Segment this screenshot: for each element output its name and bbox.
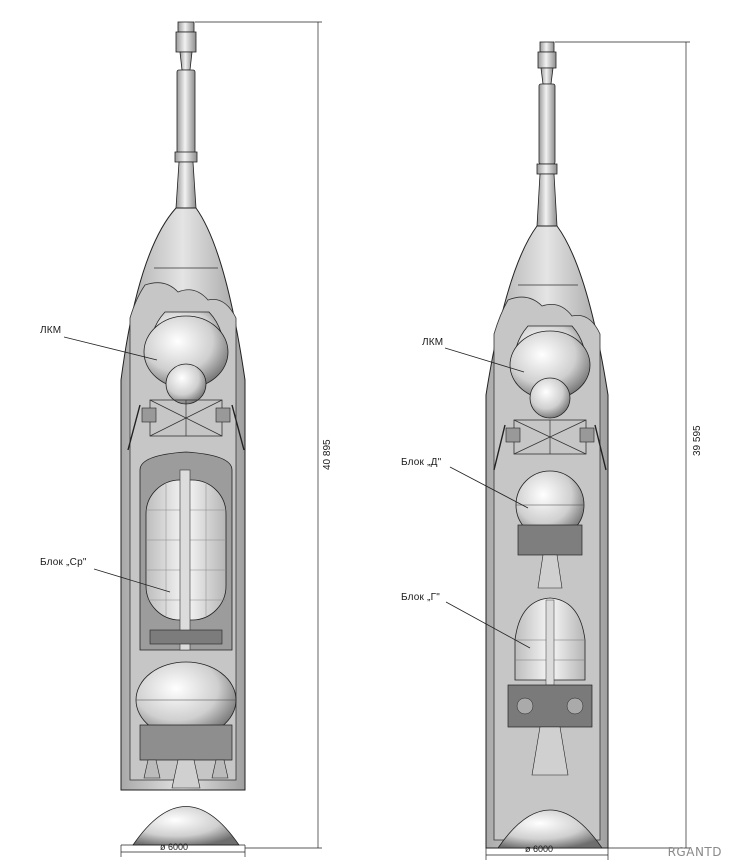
right-lkm-leader	[444, 347, 525, 373]
left-height-dimension-line	[195, 21, 322, 849]
right-diameter-dimension-line	[485, 848, 609, 860]
right-block-d-leader	[449, 466, 529, 509]
left-propulsion-stage	[135, 661, 237, 789]
left-lkm-leader	[63, 336, 158, 361]
right-block-d	[515, 470, 585, 589]
left-lkm-label: ЛКМ	[40, 325, 62, 336]
left-escape-tower	[174, 21, 198, 209]
left-lkm	[127, 311, 245, 451]
watermark: RGANTD	[667, 845, 722, 859]
right-block-g-leader	[445, 601, 531, 649]
right-lkm	[493, 325, 607, 471]
right-bottom-dome	[497, 809, 603, 849]
right-block-d-label: Блок „Д"	[401, 457, 442, 468]
left-block-sr	[139, 451, 233, 651]
left-bottom-dome	[132, 806, 240, 846]
right-height-dimension: 39 595	[692, 425, 703, 456]
left-rocket	[63, 21, 322, 857]
right-block-g	[507, 597, 593, 776]
right-block-g-label: Блок „Г"	[401, 592, 441, 603]
right-height-dimension-line	[555, 41, 690, 849]
left-block-sr-leader	[93, 568, 171, 593]
left-height-dimension: 40 895	[322, 439, 333, 470]
left-diameter-dimension-line	[120, 845, 246, 857]
left-diameter-dimension: ø 6000	[160, 842, 189, 852]
right-lkm-label: ЛКМ	[422, 337, 444, 348]
right-diameter-dimension: ø 6000	[525, 844, 554, 854]
right-rocket	[444, 41, 690, 860]
left-block-sr-label: Блок „Ср"	[40, 557, 87, 568]
right-escape-tower	[536, 41, 558, 227]
